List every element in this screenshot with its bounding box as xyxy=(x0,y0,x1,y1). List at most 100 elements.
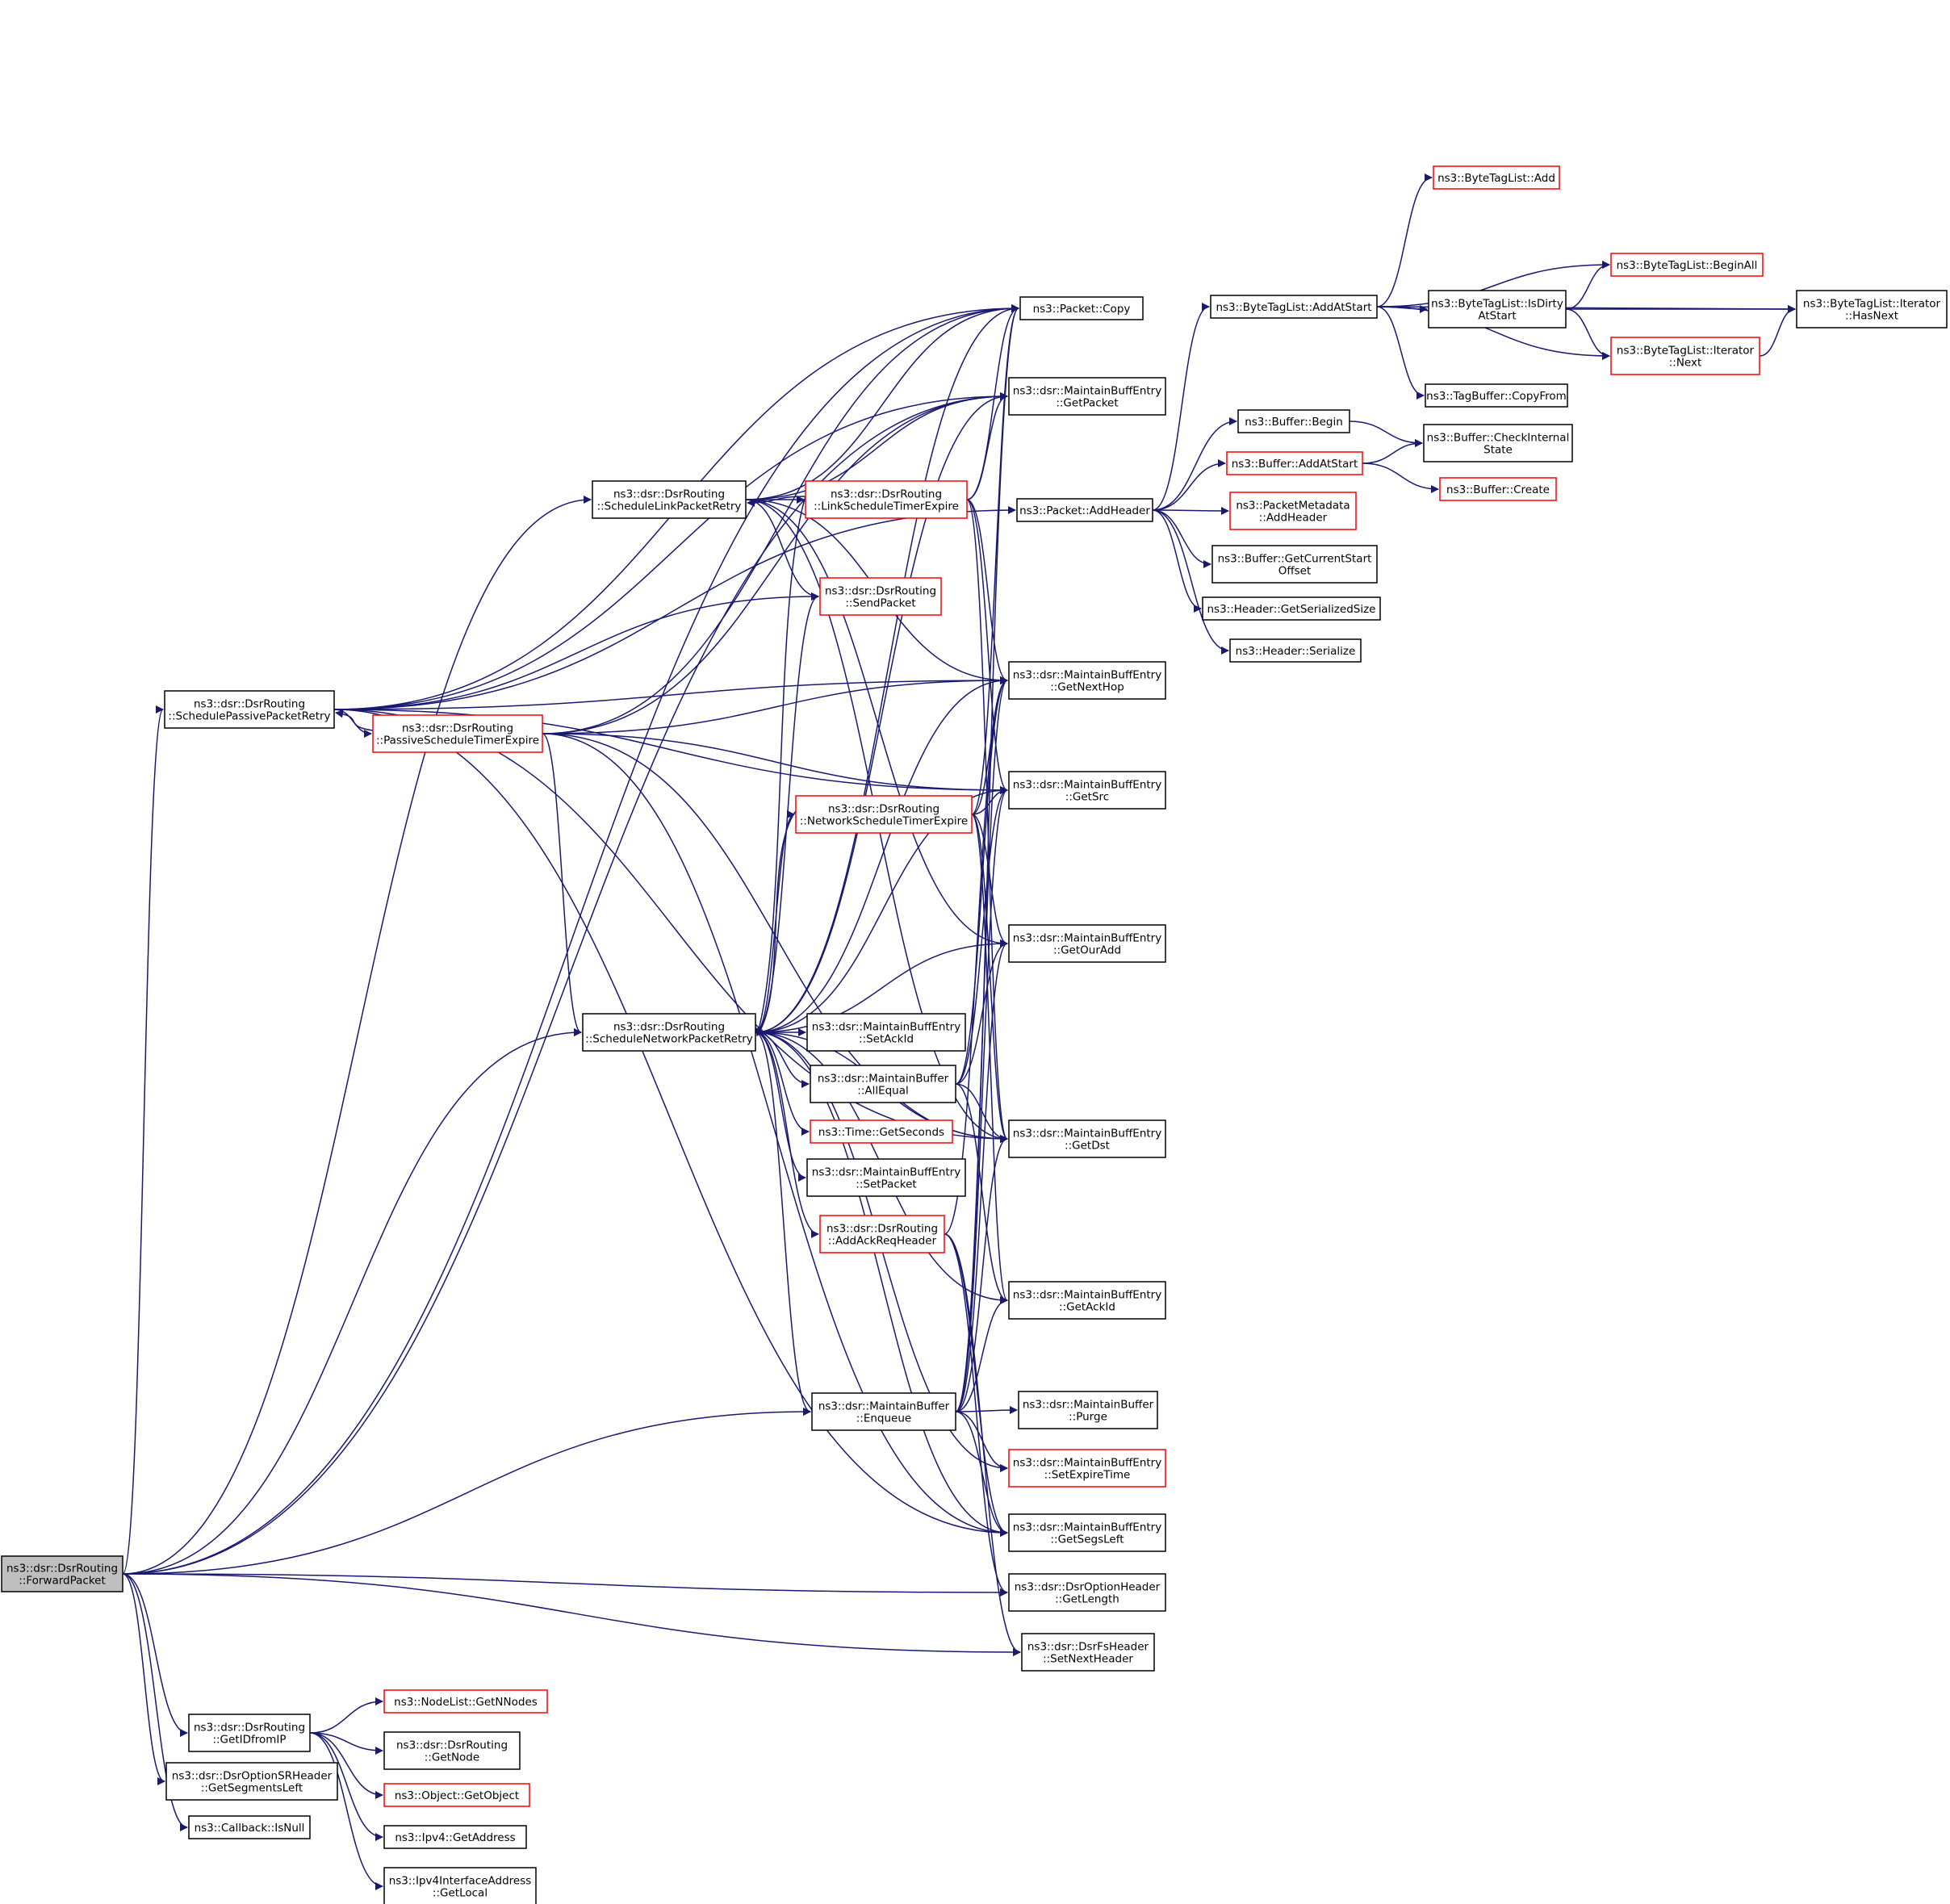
node-snet[interactable]: ns3::dsr::DsrRouting::ScheduleNetworkPac… xyxy=(582,1013,756,1052)
node-fsnext[interactable]: ns3::dsr::DsrFsHeader::SetNextHeader xyxy=(1021,1633,1155,1672)
edge-allequal-to-getouradd xyxy=(955,939,1008,1085)
node-label: ::ForwardPacket xyxy=(19,1575,106,1588)
node-label: ns3::dsr::DsrRouting xyxy=(613,488,725,501)
edge-pexpire-to-snet xyxy=(542,733,582,1036)
node-sendpkt[interactable]: ns3::dsr::DsrRouting::SendPacket xyxy=(819,577,942,616)
node-box xyxy=(1008,1513,1166,1552)
node-box xyxy=(1008,1573,1166,1612)
node-label: ::GetNode xyxy=(425,1751,479,1764)
node-pmaddheader[interactable]: ns3::PacketMetadata::AddHeader xyxy=(1229,492,1357,530)
node-box xyxy=(1019,296,1144,320)
edge-spassive-to-getnexthop xyxy=(333,676,1008,710)
node-allequal[interactable]: ns3::dsr::MaintainBuffer::AllEqual xyxy=(810,1065,956,1103)
node-label: ::PassiveScheduleTimerExpire xyxy=(376,734,539,747)
node-bufbegin[interactable]: ns3::Buffer::Begin xyxy=(1237,409,1350,433)
node-box xyxy=(819,577,942,616)
edge-btlnext-to-btlhasnext xyxy=(1759,305,1796,357)
node-getidfromip[interactable]: ns3::dsr::DsrRouting::GetIDfromIP xyxy=(188,1714,311,1752)
node-box xyxy=(1211,545,1378,584)
node-pexpire[interactable]: ns3::dsr::DsrRouting::PassiveScheduleTim… xyxy=(372,714,543,753)
edge-getidfromip-to-ipv4local xyxy=(309,1732,383,1890)
edge-btladdstart-to-btlnext xyxy=(1376,306,1610,360)
node-getackid[interactable]: ns3::dsr::MaintainBuffEntry::GetAckId xyxy=(1008,1281,1166,1320)
node-label: ::GetIDfromIP xyxy=(212,1734,286,1747)
node-cbisnull[interactable]: ns3::Callback::IsNull xyxy=(188,1815,311,1839)
node-label: ns3::Packet::AddHeader xyxy=(1019,504,1150,517)
node-purge[interactable]: ns3::dsr::MaintainBuffer::Purge xyxy=(1018,1391,1158,1429)
node-slink[interactable]: ns3::dsr::DsrRouting::ScheduleLinkPacket… xyxy=(592,480,747,519)
node-getobject[interactable]: ns3::Object::GetObject xyxy=(383,1783,530,1807)
node-label: ::GetLocal xyxy=(433,1887,488,1900)
node-box xyxy=(795,795,973,834)
node-btlhasnext[interactable]: ns3::ByteTagList::Iterator::HasNext xyxy=(1796,290,1948,328)
node-label: ns3::Buffer::Create xyxy=(1446,483,1550,496)
node-getnexthop[interactable]: ns3::dsr::MaintainBuffEntry::GetNextHop xyxy=(1008,661,1166,700)
node-copy[interactable]: ns3::Packet::Copy xyxy=(1019,296,1144,320)
node-label: ns3::Header::GetSerializedSize xyxy=(1207,603,1376,616)
edge-snet-to-copy xyxy=(755,304,1019,1033)
node-box xyxy=(1,1555,123,1592)
edge-getidfromip-to-getobject xyxy=(309,1732,383,1799)
node-setpacket[interactable]: ns3::dsr::MaintainBuffEntry::SetPacket xyxy=(806,1158,966,1197)
node-box xyxy=(188,1815,311,1839)
node-btladdstart[interactable]: ns3::ByteTagList::AddAtStart xyxy=(1210,295,1378,319)
edge-slink-to-getouradd xyxy=(745,499,1008,948)
edge-addheader-to-bufaddstart xyxy=(1152,459,1226,511)
node-getsegsleft[interactable]: ns3::dsr::MaintainBuffEntry::GetSegsLeft xyxy=(1008,1513,1166,1552)
node-label: ns3::TagBuffer::CopyFrom xyxy=(1426,390,1567,403)
node-ipv4local[interactable]: ns3::Ipv4InterfaceAddress::GetLocal xyxy=(383,1867,537,1904)
node-getnode[interactable]: ns3::dsr::DsrRouting::GetNode xyxy=(383,1731,521,1770)
node-label: ::GetPacket xyxy=(1056,397,1118,410)
node-label: ns3::ByteTagList::BeginAll xyxy=(1617,259,1758,272)
node-optlength[interactable]: ns3::dsr::DsrOptionHeader::GetLength xyxy=(1008,1573,1166,1612)
node-getsecs[interactable]: ns3::Time::GetSeconds xyxy=(810,1119,953,1144)
node-spassive[interactable]: ns3::dsr::DsrRouting::SchedulePassivePac… xyxy=(164,690,335,729)
edge-snet-to-getnexthop xyxy=(755,676,1008,1033)
node-btlnext[interactable]: ns3::ByteTagList::Iterator::Next xyxy=(1610,337,1760,375)
node-box xyxy=(1210,295,1378,319)
node-lexpire[interactable]: ns3::dsr::DsrRouting::LinkScheduleTimerE… xyxy=(805,480,968,519)
node-hdrsize[interactable]: ns3::Header::GetSerializedSize xyxy=(1202,596,1381,621)
edge-pexpire-to-copy xyxy=(542,304,1019,734)
node-nexpire[interactable]: ns3::dsr::DsrRouting::NetworkScheduleTim… xyxy=(795,795,973,834)
edge-btlisdirty-to-btlbegin xyxy=(1565,261,1610,310)
node-label: ns3::Object::GetObject xyxy=(395,1789,519,1802)
node-box xyxy=(1610,253,1764,277)
edge-forward-to-optlength xyxy=(122,1573,1008,1596)
node-label: ns3::dsr::DsrRouting xyxy=(826,1223,938,1236)
node-getsrc[interactable]: ns3::dsr::MaintainBuffEntry::GetSrc xyxy=(1008,771,1166,810)
node-label: ::ScheduleLinkPacketRetry xyxy=(597,500,742,513)
node-setackid[interactable]: ns3::dsr::MaintainBuffEntry::SetAckId xyxy=(806,1013,966,1052)
node-bufaddstart[interactable]: ns3::Buffer::AddAtStart xyxy=(1226,451,1363,475)
node-btladd[interactable]: ns3::ByteTagList::Add xyxy=(1433,165,1560,190)
node-ipv4addr[interactable]: ns3::Ipv4::GetAddress xyxy=(383,1825,527,1849)
node-getouradd[interactable]: ns3::dsr::MaintainBuffEntry::GetOurAdd xyxy=(1008,924,1166,963)
edge-bufbegin-to-bufcheck xyxy=(1349,421,1423,447)
node-label: ns3::dsr::DsrRouting xyxy=(831,488,942,501)
node-getnnodes[interactable]: ns3::NodeList::GetNNodes xyxy=(383,1689,548,1714)
node-btlbegin[interactable]: ns3::ByteTagList::BeginAll xyxy=(1610,253,1764,277)
edge-spassive-to-getpacket xyxy=(333,392,1008,710)
node-addack[interactable]: ns3::dsr::DsrRouting::AddAckReqHeader xyxy=(819,1215,945,1253)
node-box xyxy=(1439,477,1557,501)
node-hdrserialize[interactable]: ns3::Header::Serialize xyxy=(1229,638,1362,663)
node-label: ns3::dsr::DsrRouting xyxy=(613,1021,725,1034)
node-srsegsleft[interactable]: ns3::dsr::DsrOptionSRHeader::GetSegments… xyxy=(165,1762,338,1801)
node-getpacket[interactable]: ns3::dsr::MaintainBuffEntry::GetPacket xyxy=(1008,377,1166,416)
node-box xyxy=(1021,1633,1155,1672)
node-setexpire[interactable]: ns3::dsr::MaintainBuffEntry::SetExpireTi… xyxy=(1008,1449,1166,1488)
edge-pexpire-to-getpacket xyxy=(542,392,1008,734)
edge-enqueue-to-getackid xyxy=(955,1296,1008,1412)
node-bufcreate[interactable]: ns3::Buffer::Create xyxy=(1439,477,1557,501)
node-box xyxy=(1008,661,1166,700)
node-addheader[interactable]: ns3::Packet::AddHeader xyxy=(1016,498,1153,522)
node-forward[interactable]: ns3::dsr::DsrRouting::ForwardPacket xyxy=(1,1555,123,1592)
node-getdst[interactable]: ns3::dsr::MaintainBuffEntry::GetDst xyxy=(1008,1119,1166,1158)
node-box xyxy=(1229,492,1357,530)
node-enqueue[interactable]: ns3::dsr::MaintainBuffer::Enqueue xyxy=(811,1392,956,1431)
node-tagcopy[interactable]: ns3::TagBuffer::CopyFrom xyxy=(1425,383,1568,408)
edge-forward-to-enqueue xyxy=(122,1408,811,1575)
